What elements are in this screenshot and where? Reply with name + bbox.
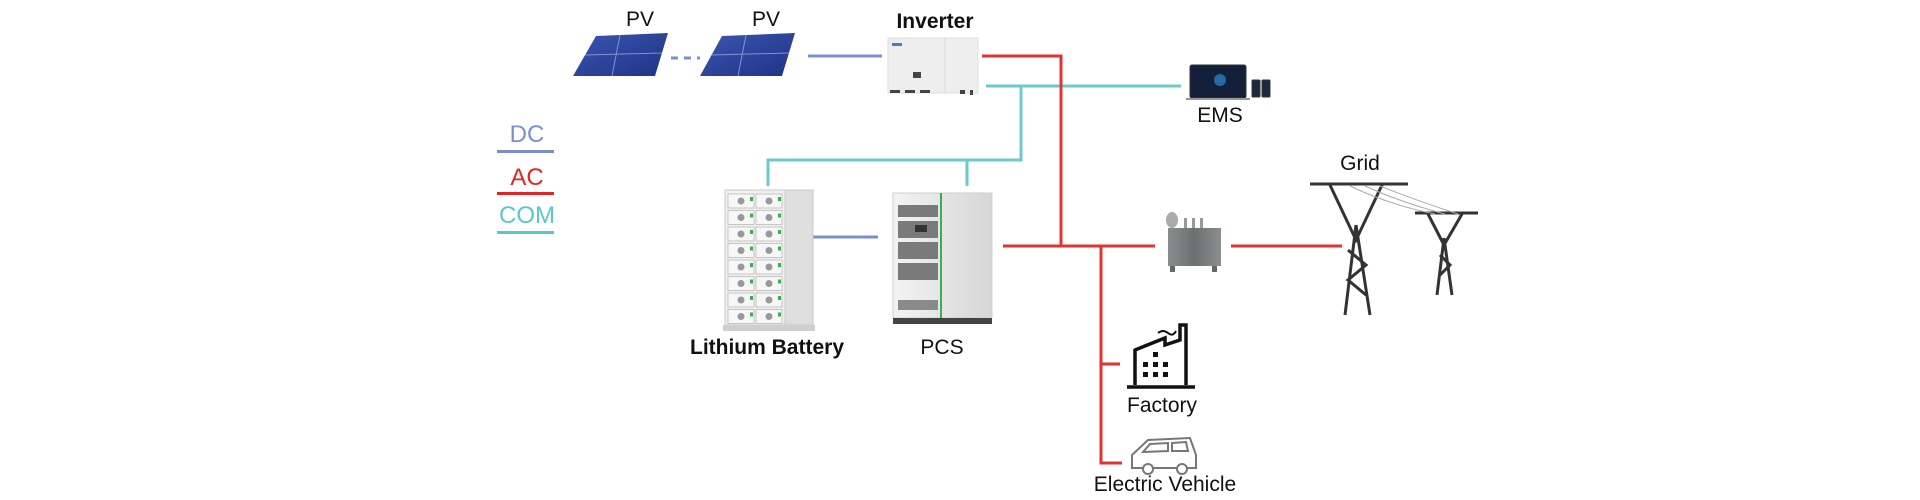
ac-inverter-bus bbox=[982, 54, 1063, 246]
dc-lines bbox=[671, 54, 882, 239]
legend-dc-label: DC bbox=[509, 121, 545, 148]
battery-module-led bbox=[778, 296, 781, 300]
ems-label: EMS bbox=[1197, 104, 1243, 127]
solar-panel-icon bbox=[573, 33, 668, 77]
ac-loads-feeder bbox=[1099, 246, 1122, 465]
ac-lines bbox=[982, 54, 1342, 465]
battery-module-led bbox=[750, 246, 753, 251]
battery-module-led bbox=[750, 213, 753, 218]
legend-com-line bbox=[497, 231, 554, 234]
battery-module-led bbox=[778, 230, 781, 234]
battery-module-knob bbox=[737, 247, 745, 254]
solar-panel-icon bbox=[700, 33, 795, 77]
battery-module-knob bbox=[737, 230, 745, 238]
ems-monitor-icon bbox=[1186, 64, 1271, 100]
pv1-label: PV bbox=[625, 8, 655, 31]
battery-module-knob bbox=[737, 280, 745, 287]
battery-rack-icon bbox=[723, 189, 815, 331]
battery-label: Lithium Battery bbox=[689, 336, 845, 359]
grid-label: Grid bbox=[1340, 152, 1380, 175]
battery-module-led bbox=[778, 279, 781, 284]
battery-module-knob bbox=[737, 263, 745, 271]
battery-module-led bbox=[750, 230, 753, 234]
battery-module-knob bbox=[765, 214, 773, 221]
legend-dc-line bbox=[497, 150, 554, 153]
battery-module-led bbox=[750, 197, 753, 201]
car-icon bbox=[1131, 436, 1197, 475]
legend-com-label: COM bbox=[499, 202, 555, 229]
com-inverter-battery-pcs bbox=[766, 86, 1023, 186]
battery-module-knob bbox=[737, 296, 745, 304]
factory-icon bbox=[1127, 323, 1195, 389]
transformer-icon bbox=[1166, 212, 1221, 272]
battery-module-knob bbox=[765, 280, 773, 287]
battery-module-knob bbox=[737, 214, 745, 221]
ev-label: Electric Vehicle bbox=[1093, 473, 1237, 496]
battery-module-knob bbox=[765, 230, 773, 238]
pv2-label: PV bbox=[751, 8, 781, 31]
inverter-label: Inverter bbox=[896, 10, 974, 33]
battery-module-led bbox=[750, 312, 753, 317]
battery-module-led bbox=[778, 263, 781, 267]
power-lines bbox=[1349, 185, 1459, 215]
battery-module-led bbox=[750, 279, 753, 284]
battery-module-knob bbox=[765, 313, 773, 320]
transmission-tower-icon bbox=[1310, 182, 1478, 316]
battery-module-led bbox=[750, 263, 753, 267]
battery-module-led bbox=[778, 312, 781, 317]
pcs-cabinet-icon bbox=[892, 192, 993, 324]
battery-module-knob bbox=[737, 197, 745, 205]
battery-module-led bbox=[778, 246, 781, 251]
battery-module-led bbox=[778, 213, 781, 218]
battery-module-knob bbox=[765, 263, 773, 271]
battery-module-knob bbox=[765, 197, 773, 205]
legend-ac-label: AC bbox=[510, 164, 544, 191]
pcs-label: PCS bbox=[920, 336, 964, 359]
factory-label: Factory bbox=[1126, 394, 1198, 417]
battery-module-knob bbox=[737, 313, 745, 320]
legend-ac-line bbox=[497, 192, 554, 195]
battery-module-knob bbox=[765, 247, 773, 254]
battery-module-knob bbox=[765, 296, 773, 304]
inverter-icon bbox=[887, 37, 979, 95]
battery-module-led bbox=[750, 296, 753, 300]
battery-module-led bbox=[778, 197, 781, 201]
com-lines bbox=[766, 84, 1181, 186]
